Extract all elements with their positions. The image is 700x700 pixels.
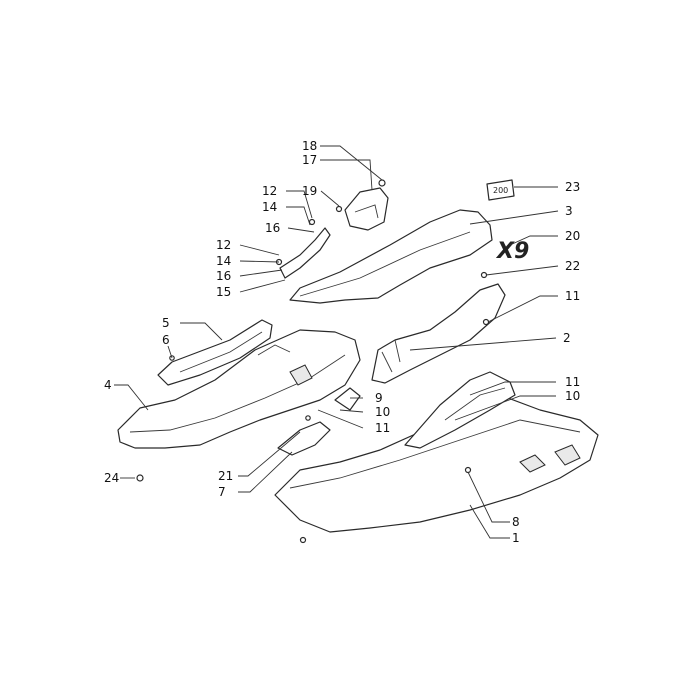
callout-15: 15 <box>216 285 231 299</box>
callout-23: 23 <box>565 180 580 194</box>
callout-12: 12 <box>262 184 277 198</box>
part-21-screw <box>305 415 311 421</box>
callout-22: 22 <box>565 259 580 273</box>
part-1-lower-fairing <box>274 394 599 533</box>
callout-11b: 11 <box>375 421 390 435</box>
callout-18: 18 <box>302 139 317 153</box>
callout-17: 17 <box>302 153 317 167</box>
callout-11c: 11 <box>565 375 580 389</box>
part-22-screw <box>480 271 488 279</box>
part-19-screw <box>335 205 343 213</box>
callout-14: 14 <box>262 200 277 214</box>
part-5-strip <box>157 319 273 386</box>
part-23-plate: 200 <box>486 179 515 201</box>
callout-14b: 14 <box>216 254 231 268</box>
callout-3: 3 <box>565 204 573 218</box>
part-3-upper-panel <box>289 209 493 304</box>
part-8-screw <box>464 466 472 474</box>
callout-6: 6 <box>162 333 170 347</box>
part-20-logo: X9 <box>495 239 529 264</box>
part-7-support <box>277 421 331 456</box>
part-17-bracket <box>344 187 389 231</box>
callout-19: 19 <box>302 184 317 198</box>
callout-5: 5 <box>162 316 170 330</box>
callout-10: 10 <box>375 405 390 419</box>
part-24-screw <box>136 474 144 482</box>
callout-2: 2 <box>563 331 571 345</box>
callout-24: 24 <box>104 471 119 485</box>
svg-text:200: 200 <box>493 186 508 195</box>
part-11-rail <box>404 371 516 449</box>
callout-20: 20 <box>565 229 580 243</box>
part-2-side-cover <box>371 283 506 384</box>
part-9-clip <box>334 387 361 411</box>
callout-labels: 18 17 19 12 14 16 12 14 16 15 23 3 20 22… <box>104 139 580 545</box>
part-18-screw <box>378 179 386 187</box>
part-16-clip <box>279 227 331 279</box>
leader-lines <box>114 145 559 539</box>
callout-9: 9 <box>375 391 383 405</box>
callout-1: 1 <box>512 531 520 545</box>
callout-12b: 12 <box>216 238 231 252</box>
part-9-grommet <box>289 364 313 386</box>
part-4-left-fairing <box>117 329 361 449</box>
callout-11: 11 <box>565 289 580 303</box>
callout-10b: 10 <box>565 389 580 403</box>
callout-7: 7 <box>218 485 226 499</box>
callout-21: 21 <box>218 469 233 483</box>
callout-8: 8 <box>512 515 520 529</box>
callout-16b: 16 <box>216 269 231 283</box>
callout-16: 16 <box>265 221 280 235</box>
callout-4: 4 <box>104 378 112 392</box>
